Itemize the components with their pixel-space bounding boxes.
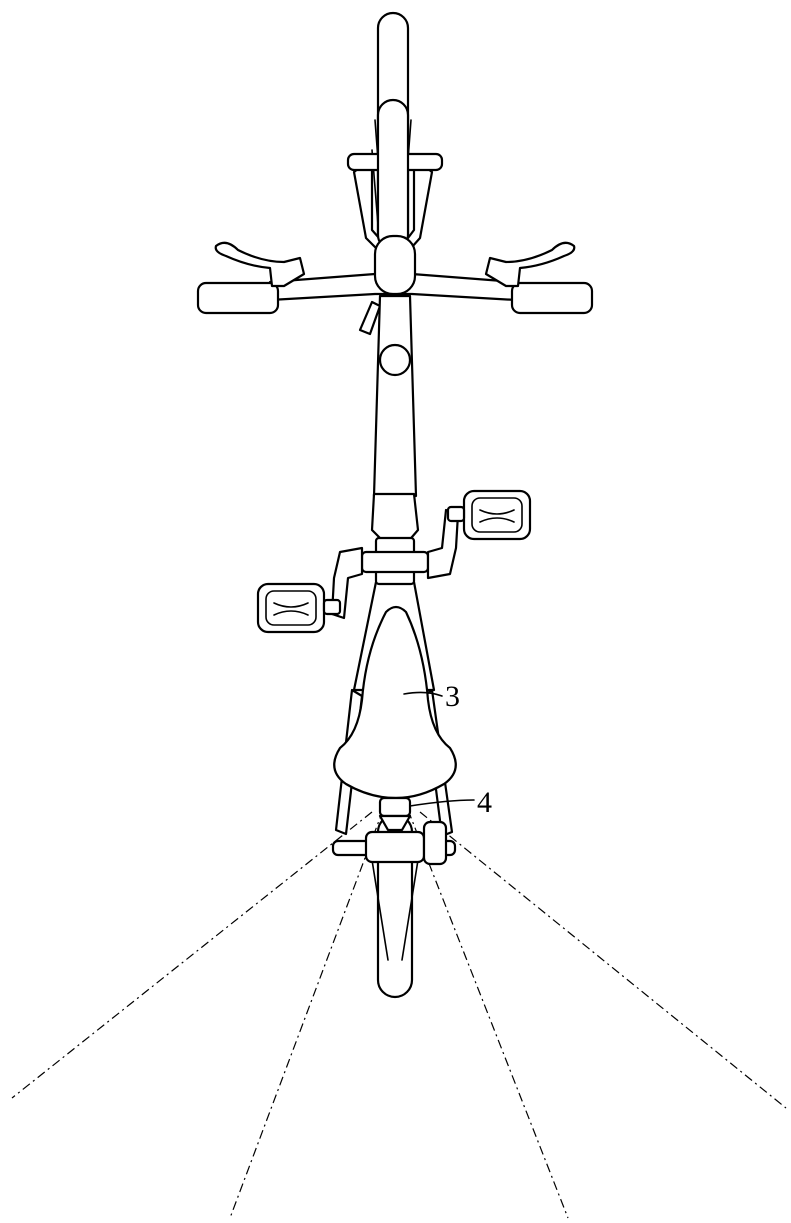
rear-light-lens [378, 814, 412, 832]
rear-dropout-right [422, 820, 448, 866]
leader-3 [403, 691, 443, 697]
right-crank-arm [426, 508, 460, 580]
right-pedal-spindle [446, 505, 466, 523]
left-pedal-tread [273, 602, 309, 616]
left-pedal [256, 582, 342, 634]
left-pedal-spindle [322, 598, 342, 616]
light-beams [11, 809, 787, 1219]
saddle [333, 605, 457, 800]
right-pedal-tread [479, 509, 515, 523]
right-grip [510, 281, 594, 315]
rear-hub [364, 830, 426, 864]
front-wheel-top [376, 98, 410, 252]
handlebar-assembly [196, 234, 594, 336]
beam-outer-right [419, 811, 787, 1109]
main-tube [372, 294, 418, 498]
rear-light [378, 796, 412, 818]
left-brake-lever [214, 241, 306, 288]
head-joint [378, 343, 412, 377]
leader-4 [409, 799, 475, 807]
label-3: 3 [445, 680, 460, 713]
beam-inner-left [229, 809, 384, 1219]
right-pedal-inner [471, 497, 523, 533]
right-brake-lever [484, 241, 576, 288]
label-4: 4 [477, 786, 492, 819]
beam-outer-left [11, 811, 373, 1099]
callouts: 3 4 [403, 680, 492, 819]
saddle-assembly [333, 605, 457, 832]
stem [373, 234, 417, 296]
left-grip [196, 281, 280, 315]
left-pedal-inner [265, 590, 317, 626]
crank-axle [360, 550, 430, 574]
right-pedal [446, 489, 532, 541]
crank-assembly [256, 489, 532, 634]
shifter [358, 300, 382, 336]
frame-clamp [370, 492, 420, 546]
beam-inner-right [407, 809, 569, 1219]
